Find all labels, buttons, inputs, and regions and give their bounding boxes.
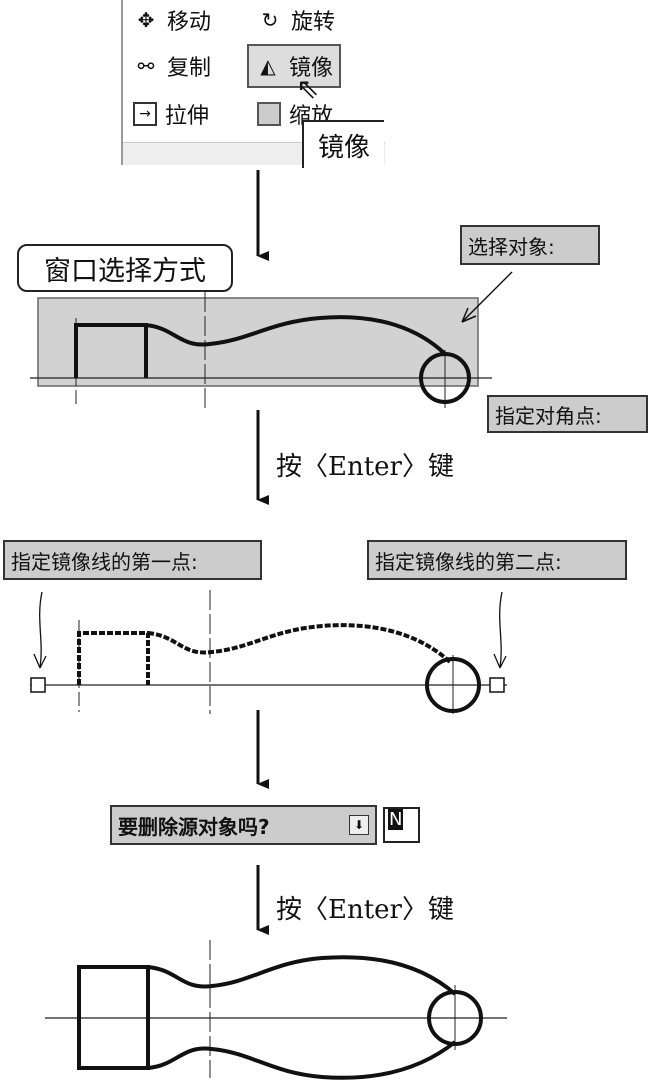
pointer-arrow [461,271,513,323]
mirrored-result-drawing [45,940,507,1080]
stretch-label: 拉伸 [165,104,210,129]
rotate-button[interactable]: ↻ 旋转 [251,0,341,40]
mirror-label: 镜像 [289,56,334,81]
mirror-line-drawing [30,590,507,714]
first-point-marker [30,677,46,693]
rotate-icon: ↻ [261,8,279,32]
stretch-icon: → [133,102,157,126]
select-objects-prompt: 选择对象: [460,225,600,265]
answer-value: N [388,809,404,830]
window-selection-drawing [30,271,513,408]
modify-ribbon-panel: ✥ 移动 ↻ 旋转 ⚯ 复制 ◭ 镜像 → 拉伸 缩放 [121,0,385,165]
specify-corner-prompt: 指定对角点: [487,395,648,433]
copy-label: 复制 [167,56,212,81]
end-circle [419,352,471,404]
mirror-tooltip: 镜像 [302,120,384,168]
copy-button[interactable]: ⚯ 复制 [127,46,217,86]
second-point-marker [489,677,505,693]
press-enter-label: 按〈Enter〉键 [276,452,454,482]
copy-icon: ⚯ [137,54,155,78]
move-button[interactable]: ✥ 移动 [127,0,217,40]
move-label: 移动 [167,10,212,35]
window-selection-label: 窗口选择方式 [17,244,233,292]
delete-source-text: 要删除源对象吗? [118,814,270,839]
rotate-label: 旋转 [291,10,336,35]
move-icon: ✥ [137,8,155,32]
delete-source-prompt: 要删除源对象吗? ⬇ [110,805,377,845]
selection-window [37,297,479,387]
cursor-icon: ⇖ [296,72,320,105]
dropdown-icon[interactable]: ⬇ [349,815,369,835]
mirror-icon: ◭ [260,54,276,78]
first-point-prompt: 指定镜像线的第一点: [3,540,262,580]
answer-input[interactable]: N [383,807,420,843]
second-point-prompt: 指定镜像线的第二点: [367,540,627,580]
stretch-button[interactable]: → 拉伸 [127,94,215,134]
scale-icon [257,102,281,126]
press-enter-label-2: 按〈Enter〉键 [276,895,454,925]
half-profile [74,315,447,378]
mirror-button[interactable]: ◭ 镜像 [247,44,342,88]
